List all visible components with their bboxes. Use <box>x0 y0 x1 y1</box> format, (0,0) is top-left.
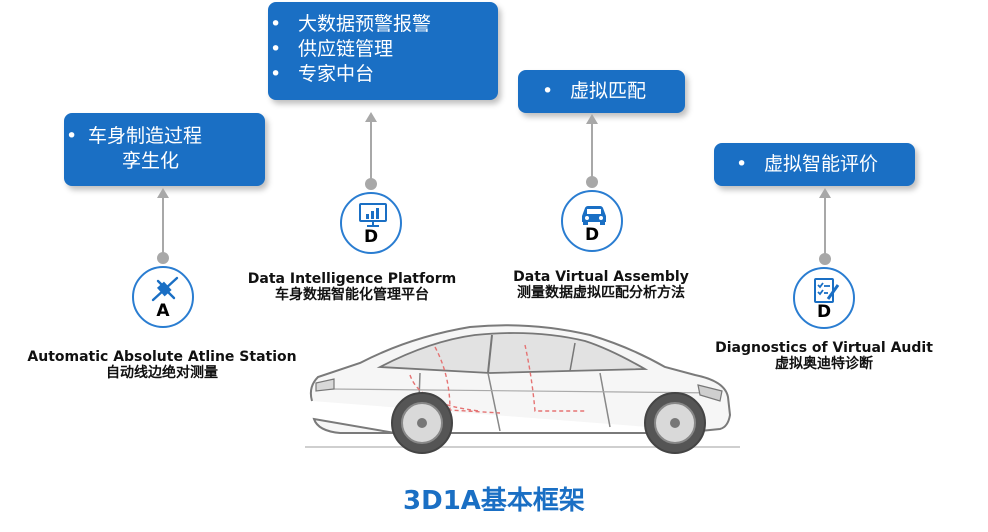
car-icon <box>582 206 606 225</box>
label-platform: Data Intelligence Platform 车身数据智能化管理平台 <box>232 271 472 303</box>
node-letter: D <box>584 225 600 245</box>
box-item: 大数据预警报警 <box>268 12 498 37</box>
node-letter: A <box>156 301 170 321</box>
label-cn: 自动线边绝对测量 <box>106 365 218 381</box>
arrow-head <box>365 112 377 122</box>
node-audit: D <box>793 267 855 329</box>
box-body-manufacturing: 车身制造过程 孪生化 <box>64 113 265 186</box>
page-title: 3D1A基本框架 <box>403 486 585 516</box>
label-en: Data Virtual Assembly <box>513 269 689 285</box>
box-item-continued: 孪生化 <box>122 150 180 172</box>
node-letter: D <box>816 302 832 322</box>
box-item: 虚拟匹配 <box>540 79 685 104</box>
label-station: Automatic Absolute Atline Station 自动线边绝对… <box>12 349 312 381</box>
monitor-chart-icon <box>359 203 387 227</box>
node-assembly: D <box>561 190 623 252</box>
box-item: 车身制造过程 <box>64 124 265 149</box>
connector-line <box>824 196 826 258</box>
node-letter: D <box>363 227 379 247</box>
arrow-head <box>157 188 169 198</box>
connector-dot <box>365 178 377 190</box>
label-en: Automatic Absolute Atline Station <box>27 349 297 365</box>
connector-line <box>370 120 372 182</box>
box-item: 供应链管理 <box>268 37 498 62</box>
box-audit: 虚拟智能评价 <box>714 143 915 186</box>
connector-line <box>162 196 164 258</box>
arrow-head <box>586 114 598 124</box>
arrow-head <box>819 188 831 198</box>
label-cn: 测量数据虚拟匹配分析方法 <box>517 285 685 301</box>
checklist-icon <box>814 278 840 303</box>
node-platform: D <box>340 192 402 254</box>
box-platform: 大数据预警报警 供应链管理 专家中台 <box>268 2 498 100</box>
connector-dot <box>586 176 598 188</box>
box-item: 虚拟智能评价 <box>734 152 915 177</box>
connector-dot <box>819 253 831 265</box>
connector-line <box>591 122 593 182</box>
label-audit: Diagnostics of Virtual Audit 虚拟奥迪特诊断 <box>706 340 942 372</box>
car-illustration <box>305 324 740 454</box>
label-cn: 虚拟奥迪特诊断 <box>775 356 873 372</box>
satellite-icon <box>151 276 179 302</box>
box-assembly: 虚拟匹配 <box>518 70 685 113</box>
node-station: A <box>132 266 194 328</box>
label-en: Diagnostics of Virtual Audit <box>715 340 933 356</box>
label-en: Data Intelligence Platform <box>247 271 457 287</box>
box-item: 专家中台 <box>268 62 498 87</box>
label-assembly: Data Virtual Assembly 测量数据虚拟匹配分析方法 <box>486 269 716 301</box>
connector-dot <box>157 252 169 264</box>
label-cn: 车身数据智能化管理平台 <box>275 287 429 303</box>
